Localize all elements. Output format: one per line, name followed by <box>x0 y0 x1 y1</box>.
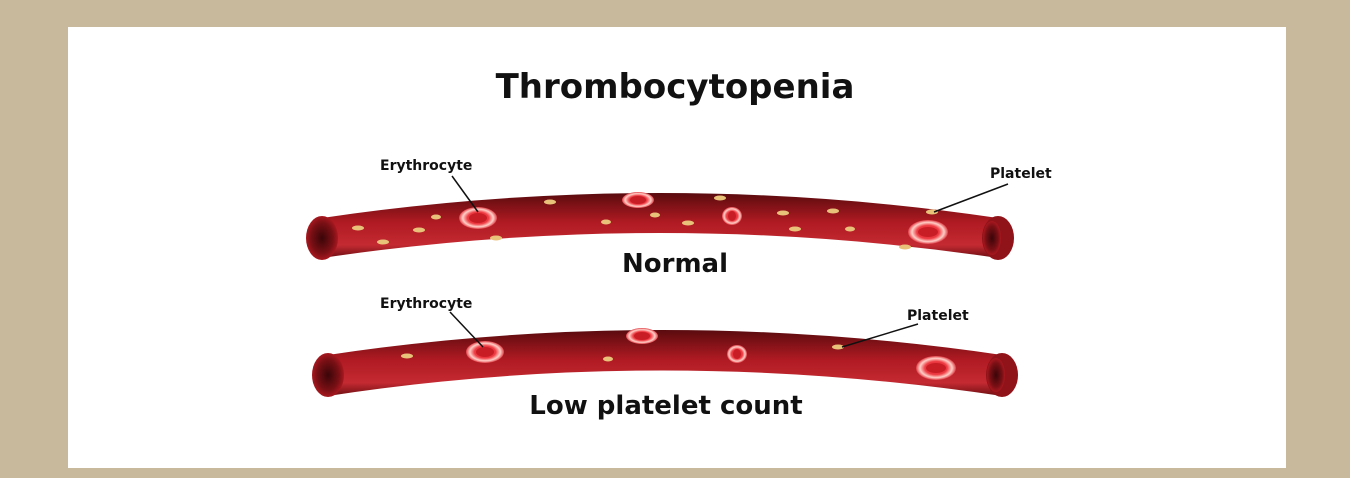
erythrocyte-center <box>918 227 938 237</box>
platelet <box>544 200 556 205</box>
label-erythrocyte-normal: Erythrocyte <box>380 158 472 174</box>
erythrocyte-center <box>728 211 736 221</box>
platelet <box>827 209 839 214</box>
platelet <box>603 357 613 362</box>
platelet <box>490 236 502 241</box>
erythrocyte-center <box>630 196 646 204</box>
caption-normal: Normal <box>622 249 728 279</box>
platelet <box>650 213 660 218</box>
erythrocyte-center <box>733 349 741 359</box>
label-erythrocyte-low: Erythrocyte <box>380 296 472 312</box>
platelet <box>601 220 611 225</box>
vessel-opening-right-inner <box>983 221 1001 255</box>
diagram-title: Thrombocytopenia <box>496 67 855 107</box>
normal-vessel <box>306 176 1014 260</box>
vessel-opening-left <box>312 353 344 397</box>
platelet <box>777 211 789 216</box>
platelet <box>401 354 413 359</box>
low-platelet-vessel <box>312 312 1018 397</box>
erythrocyte-center <box>926 363 946 373</box>
platelet <box>899 245 911 250</box>
erythrocyte-center <box>476 347 494 357</box>
caption-low-platelet-count: Low platelet count <box>529 391 802 421</box>
platelet <box>714 196 726 201</box>
label-platelet-low: Platelet <box>907 308 969 324</box>
label-platelet-normal: Platelet <box>990 166 1052 182</box>
platelet <box>845 227 855 232</box>
platelet-leader-line <box>934 184 1008 212</box>
platelet <box>789 227 801 232</box>
platelet <box>352 226 364 231</box>
erythrocyte-center <box>634 332 650 340</box>
platelet <box>682 221 694 226</box>
platelet <box>431 215 441 220</box>
platelet <box>377 240 389 245</box>
vessel-opening-left <box>306 216 338 260</box>
erythrocyte-center <box>469 213 487 223</box>
platelet <box>413 228 425 233</box>
platelet <box>926 210 938 215</box>
vessel-opening-right-inner <box>987 358 1005 392</box>
vessel-body <box>328 330 1002 396</box>
